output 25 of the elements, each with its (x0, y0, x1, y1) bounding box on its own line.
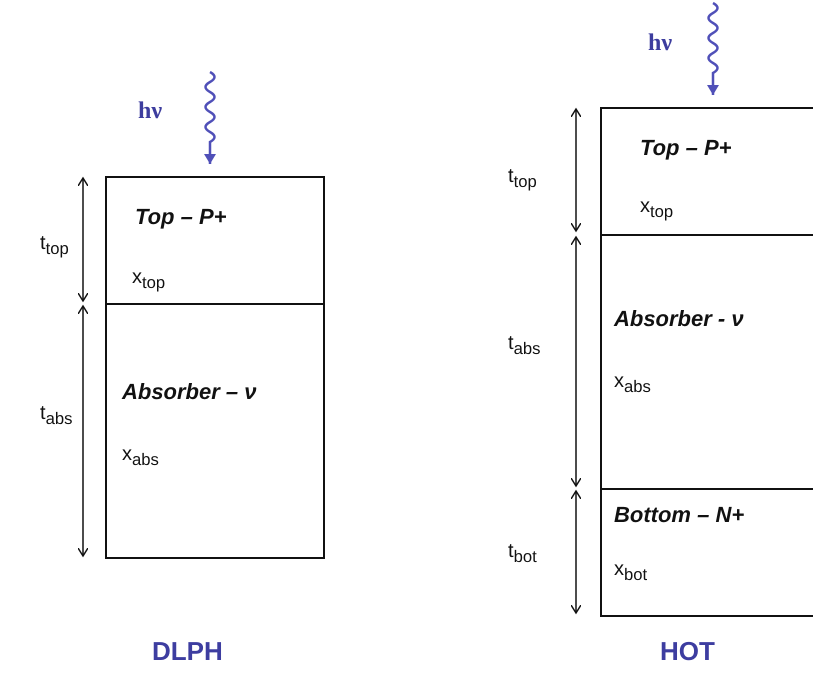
layer-title: Absorber - ν (614, 306, 744, 332)
thickness-symbol: x$_{bot}$ (614, 558, 648, 585)
light-wave-arrow (204, 70, 216, 164)
thickness-symbol: x$_{top}$ (132, 266, 166, 293)
dimension-label: t$_{top}$ (40, 232, 69, 259)
layer-title: Top – P+ (135, 204, 226, 230)
dimension-label: t$_{bot}$ (508, 540, 537, 567)
thickness-symbol: x$_{abs}$ (122, 443, 159, 470)
layer-box (600, 107, 813, 236)
light-wave-arrow (707, 2, 719, 95)
layer-title: Top – P+ (640, 135, 732, 161)
layer-box (600, 488, 813, 617)
structure-title: HOT (660, 636, 715, 667)
dimension-label: t$_{abs}$ (40, 402, 72, 429)
dimension-label: t$_{abs}$ (508, 332, 540, 359)
layer-title: Bottom – N+ (614, 502, 744, 528)
layer-box (105, 176, 325, 305)
thickness-symbol: x$_{abs}$ (614, 370, 651, 397)
layer-title: Absorber – ν (122, 379, 256, 405)
structure-title: DLPH (152, 636, 223, 667)
layer-box (105, 303, 325, 559)
dimension-label: t$_{top}$ (508, 165, 537, 192)
thickness-symbol: x$_{top}$ (640, 195, 674, 222)
photon-label: hν (648, 30, 672, 57)
photon-label: hν (138, 98, 162, 125)
